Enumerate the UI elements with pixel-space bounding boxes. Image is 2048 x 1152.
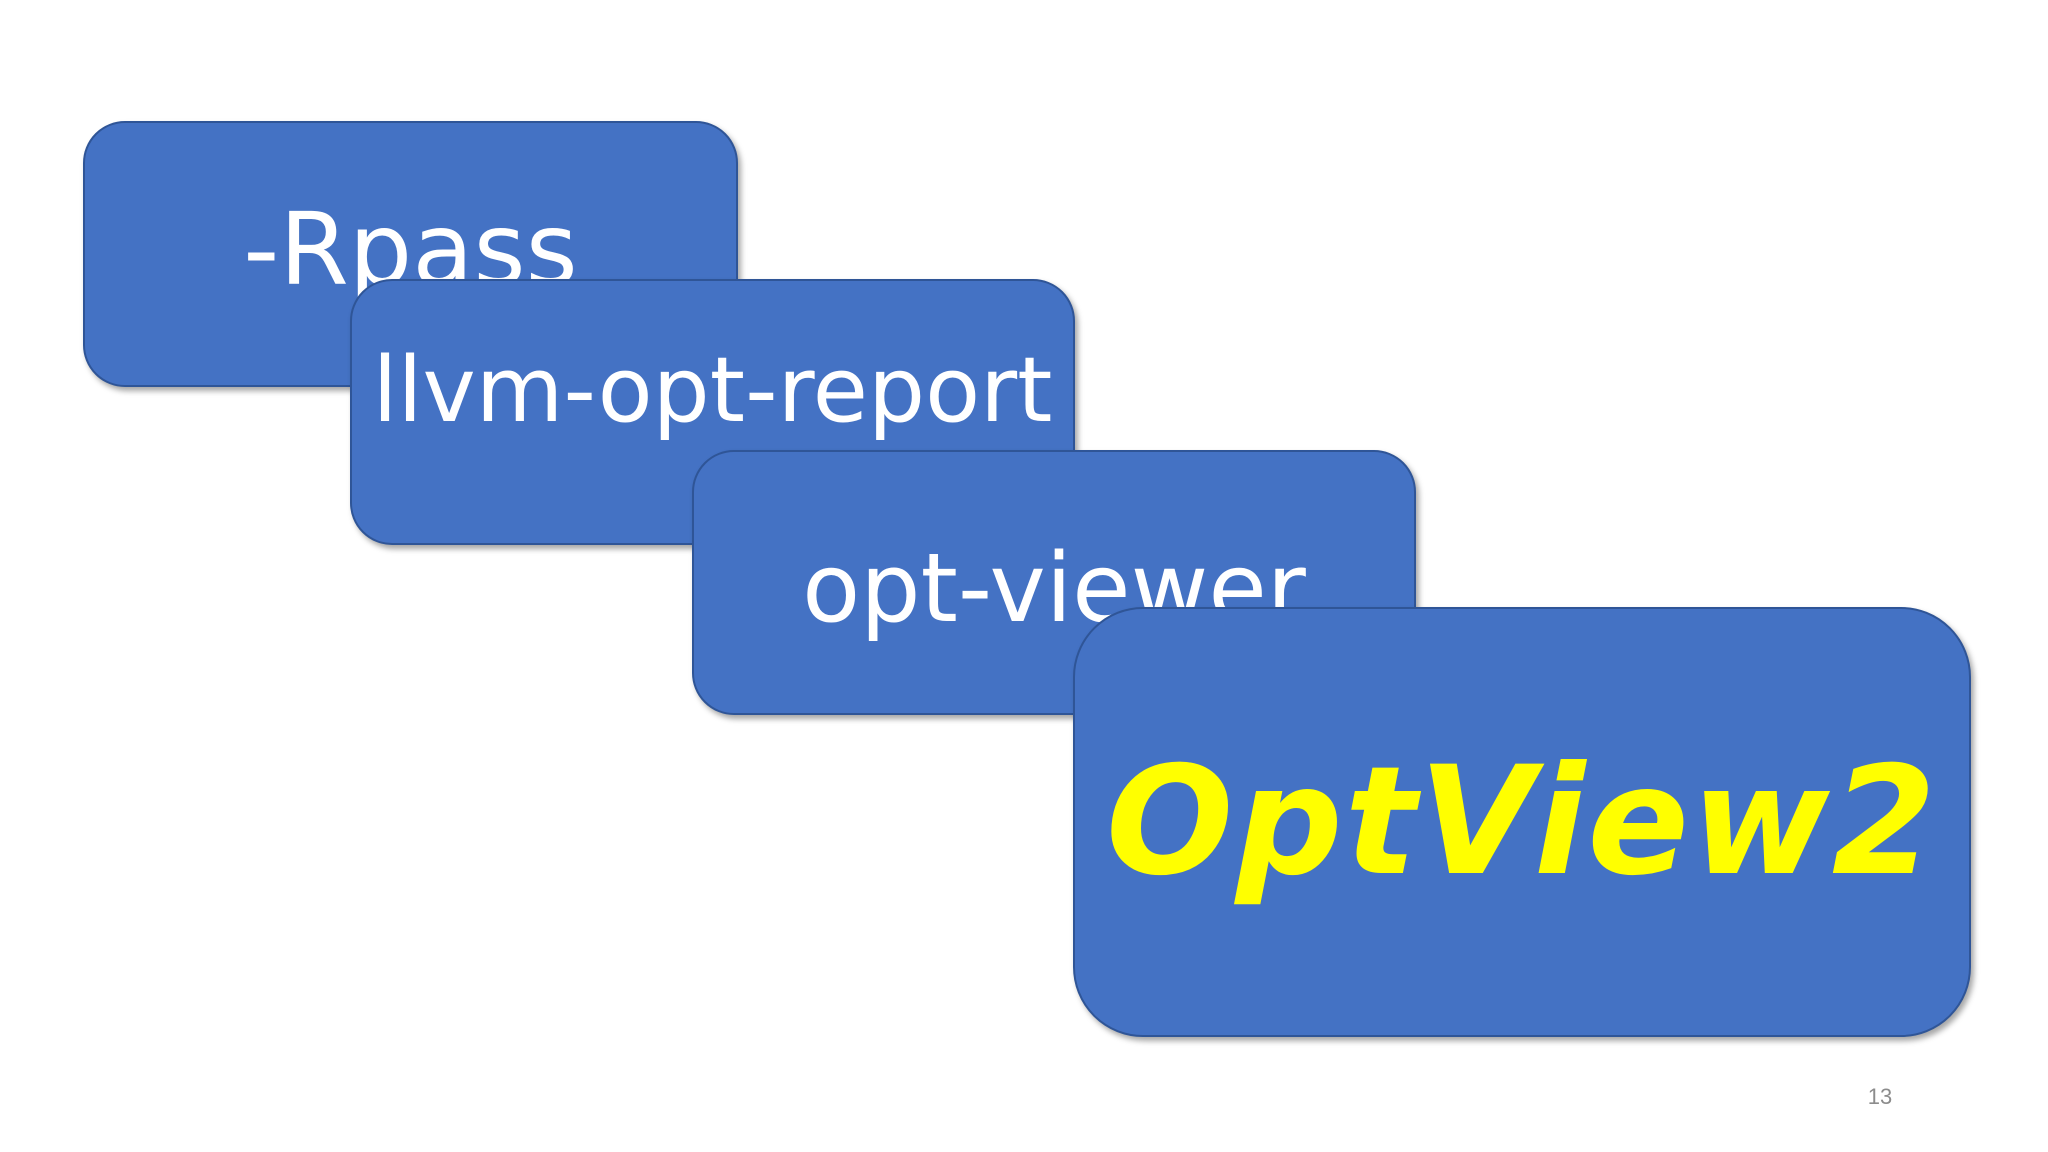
- optview2-label: OptView2: [1105, 735, 1939, 909]
- optview2-box: OptView2: [1073, 607, 1971, 1037]
- page-number: 13: [1867, 1084, 1893, 1109]
- llvm-opt-report-label: llvm-opt-report: [372, 338, 1053, 443]
